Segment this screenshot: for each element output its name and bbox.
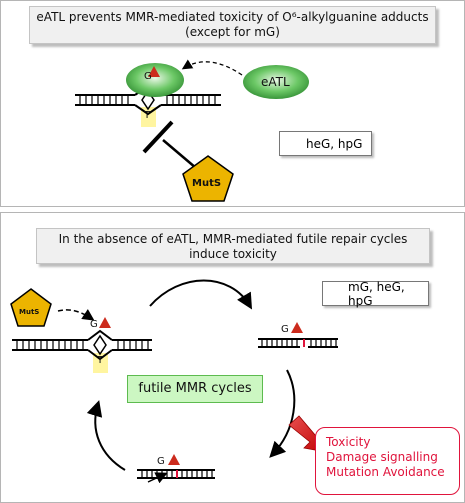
inhibition-bar xyxy=(142,120,174,154)
cycle-arrow-top xyxy=(149,279,253,310)
legend-top: heG, hpG xyxy=(279,131,372,156)
title-bottom-text: In the absence of eATL, MMR-mediated fut… xyxy=(58,232,408,261)
inhibition-line xyxy=(162,139,197,169)
muts-label-bottom: MutS xyxy=(19,308,40,316)
futile-cycle-label: futile MMR cycles xyxy=(138,381,252,396)
outcome-mutation-avoidance: Mutation Avoidance xyxy=(326,465,445,479)
muts-label-top: MutS xyxy=(192,178,222,189)
cycle-arrow-right xyxy=(269,369,296,458)
adduct-triangle-bottom-1 xyxy=(99,317,111,328)
recruit-arrow xyxy=(181,59,243,76)
muts-pentagon-bottom xyxy=(10,288,52,327)
base-t-label-bottom: T xyxy=(97,355,104,366)
title-bottom: In the absence of eATL, MMR-mediated fut… xyxy=(36,228,430,264)
adduct-triangle-top xyxy=(148,66,160,77)
bottom-dna-left xyxy=(12,329,152,373)
eatl-ellipse xyxy=(243,65,309,99)
cycle-arrow-left xyxy=(86,400,126,471)
title-top-text: eATL prevents MMR-mediated toxicity of O… xyxy=(36,10,429,39)
base-t-label-top: T xyxy=(144,110,151,121)
futile-cycle-box: futile MMR cycles xyxy=(127,375,263,403)
muts-pentagon-top xyxy=(182,155,234,202)
bottom-dna-gapped xyxy=(258,338,338,348)
base-g-label-bottom-3: G xyxy=(157,456,165,467)
bottom-dna-resynth xyxy=(137,469,215,484)
base-g-label-bottom-1: G xyxy=(90,319,98,330)
adduct-triangle-bottom-2 xyxy=(291,322,303,333)
outcome-box: Toxicity Damage signalling Mutation Avoi… xyxy=(315,427,460,495)
binding-arrow xyxy=(57,309,95,321)
legend-bottom-text: mG, heG, hpG xyxy=(348,279,405,308)
top-dna xyxy=(75,84,221,127)
legend-bottom: mG, heG, hpG xyxy=(322,279,429,308)
eatl-label: eATL xyxy=(261,75,290,89)
eatl-bound-ellipse xyxy=(126,63,184,97)
outcome-damage-signalling: Damage signalling xyxy=(326,450,438,464)
outcome-toxicity: Toxicity xyxy=(326,435,371,449)
base-g-label-bottom-2: G xyxy=(281,324,289,335)
base-g-label-top: G xyxy=(144,71,152,82)
adduct-triangle-bottom-3 xyxy=(168,454,180,465)
legend-top-text: heG, hpG xyxy=(306,136,363,151)
title-top: eATL prevents MMR-mediated toxicity of O… xyxy=(29,6,436,44)
